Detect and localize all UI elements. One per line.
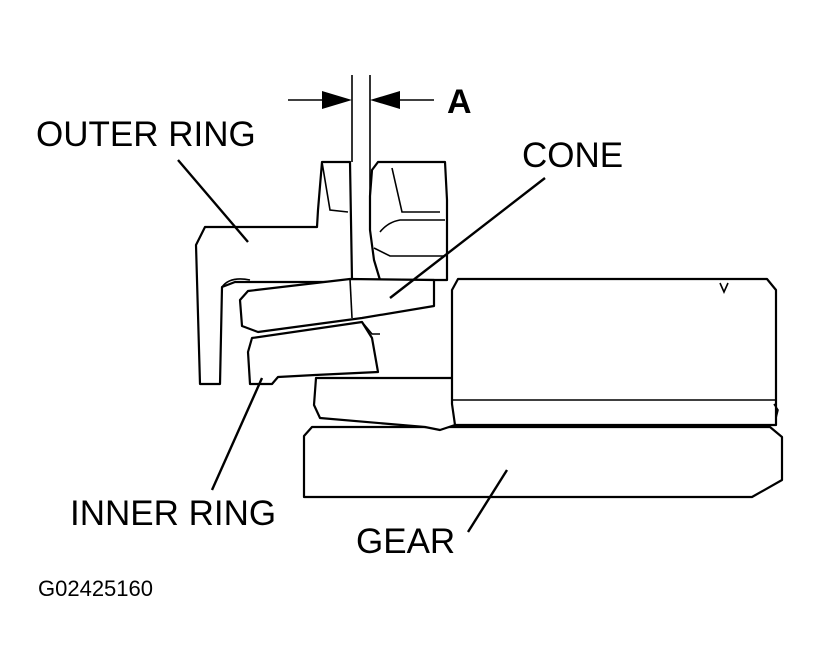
inner-ring-step <box>361 321 380 335</box>
seat-shoulder <box>379 219 445 233</box>
outer-ring-label: OUTER RING <box>36 115 256 154</box>
dimension-a: A <box>288 75 472 215</box>
cone-body <box>238 277 436 334</box>
gear-notch <box>719 282 729 294</box>
dim-arrow-right-head <box>370 91 400 109</box>
cone <box>238 277 436 334</box>
seat-inner-line <box>373 247 445 257</box>
gear-base <box>302 425 784 499</box>
cone-edge <box>349 278 353 319</box>
inner-ring-body <box>246 320 380 386</box>
leader-cone <box>389 177 546 299</box>
leader-gear <box>466 469 509 533</box>
leader-inner-ring <box>210 377 264 491</box>
inner-ring <box>246 320 380 386</box>
outer-ring-fillet <box>221 278 251 288</box>
figure-id: G02425160 <box>38 576 153 601</box>
gear-hub <box>312 376 457 432</box>
leader-lines <box>177 159 546 533</box>
dim-arrow-left-head <box>322 91 352 109</box>
inner-ring-label: INNER RING <box>70 494 276 533</box>
gear <box>302 277 784 499</box>
dimension-label: A <box>447 83 472 121</box>
seat-chamfer <box>391 167 440 213</box>
leader-outer-ring <box>177 159 249 243</box>
gear-edge-mark <box>773 403 779 419</box>
gear-teeth-block <box>450 277 778 427</box>
outer-ring-chamfer <box>321 161 349 213</box>
cone-label: CONE <box>522 136 623 175</box>
gear-label: GEAR <box>356 522 455 561</box>
